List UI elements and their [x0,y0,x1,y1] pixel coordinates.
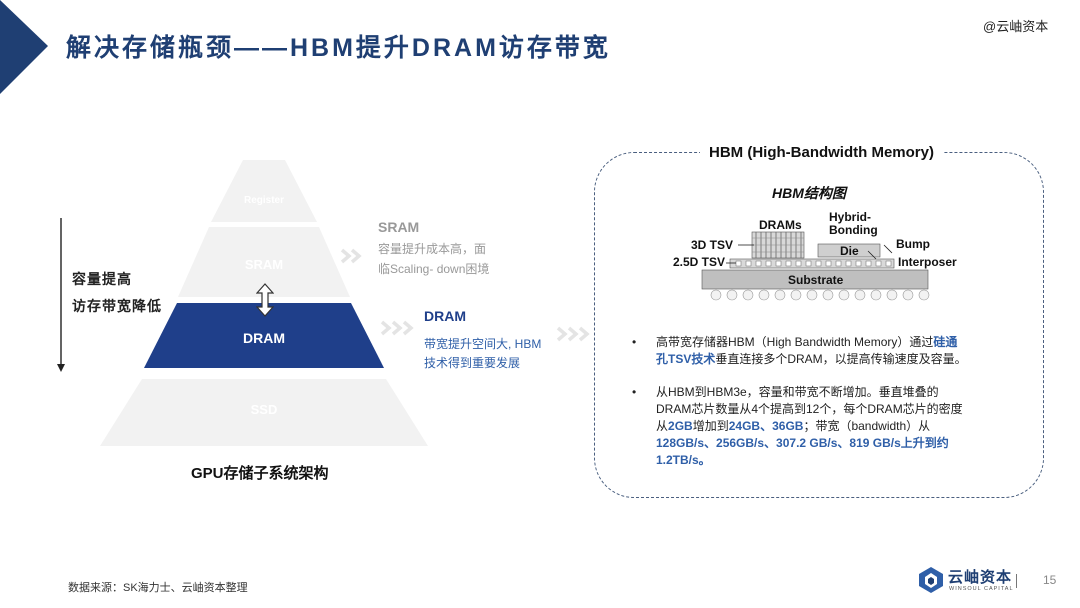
header-corner-triangle [0,0,48,94]
chevrons-icon [380,320,414,336]
diagram-label-bonding: Bonding [829,223,878,237]
pyramid-level-sram [178,227,350,297]
pyramid-label-ssd: SSD [250,402,278,417]
footer-source: 数据来源：SK海力士、云岫资本整理 [68,582,248,594]
pyramid-level-register [211,160,317,222]
diagram-label-die: Die [840,244,859,258]
pyramid-label-sram: SRAM [244,257,284,272]
chevrons-icon [556,326,590,342]
sram-note-line2: 临Scaling- down困境 [378,262,490,276]
logo-text-cn: 云岫资本 [948,569,1013,586]
logo-text-en: WINSOUL CAPITAL [949,586,1014,592]
dram-note-line1: 带宽提升空间大, HBM [424,337,542,351]
dram-heading: DRAM [424,308,466,324]
diagram-label-drams: DRAMs [759,218,802,232]
diagram-label-3d-tsv: 3D TSV [691,238,734,252]
pyramid-caption: GPU存储子系统架构 [191,465,329,482]
hbm-diagram-title: HBM结构图 [772,185,846,201]
hbm-bullet-2: • 从HBM到HBM3e，容量和带宽不断增加。垂直堆叠的 DRAM芯片数量从4个… [632,385,963,467]
logo-mark-icon [919,567,943,593]
page-number: 15 [1043,573,1057,587]
diagram-label-hybrid: Hybrid- [829,210,871,224]
watermark: @云岫资本 [983,19,1049,34]
down-arrow-icon [57,218,65,372]
dram-note-line2: 技术得到重要发展 [424,356,521,370]
pyramid-level-ssd [100,379,428,446]
pyramid-label-register: Register [243,195,284,206]
logo-divider [1016,574,1017,588]
diagram-label-substrate: Substrate [788,273,844,287]
sram-note-line1: 容量提升成本高，面 [378,242,487,256]
hbm-bullet-1: • 高带宽存储器HBM（High Bandwidth Memory）通过硅通 孔… [632,335,967,366]
pyramid-label-dram: DRAM [243,330,285,346]
updown-arrow-icon [256,283,274,317]
chevrons-icon [340,248,362,264]
bandwidth-label: 访存带宽降低 [72,298,162,314]
pyramid-level-dram [144,303,384,368]
capacity-label: 容量提高 [72,271,132,287]
page-title: 解决存储瓶颈——HBM提升DRAM访存带宽 [66,34,611,62]
memory-pyramid: Register SRAM DRAM SSD [100,160,428,446]
hbm-panel-title: HBM (High-Bandwidth Memory) [700,144,943,161]
hbm-structure-diagram [701,231,930,301]
diagram-label-25d-tsv: 2.5D TSV [673,255,726,269]
company-logo: 云岫资本 WINSOUL CAPITAL [918,566,1028,596]
diagram-label-interposer: Interposer [898,255,957,269]
diagram-label-bump: Bump [896,237,930,251]
sram-heading: SRAM [378,219,420,235]
